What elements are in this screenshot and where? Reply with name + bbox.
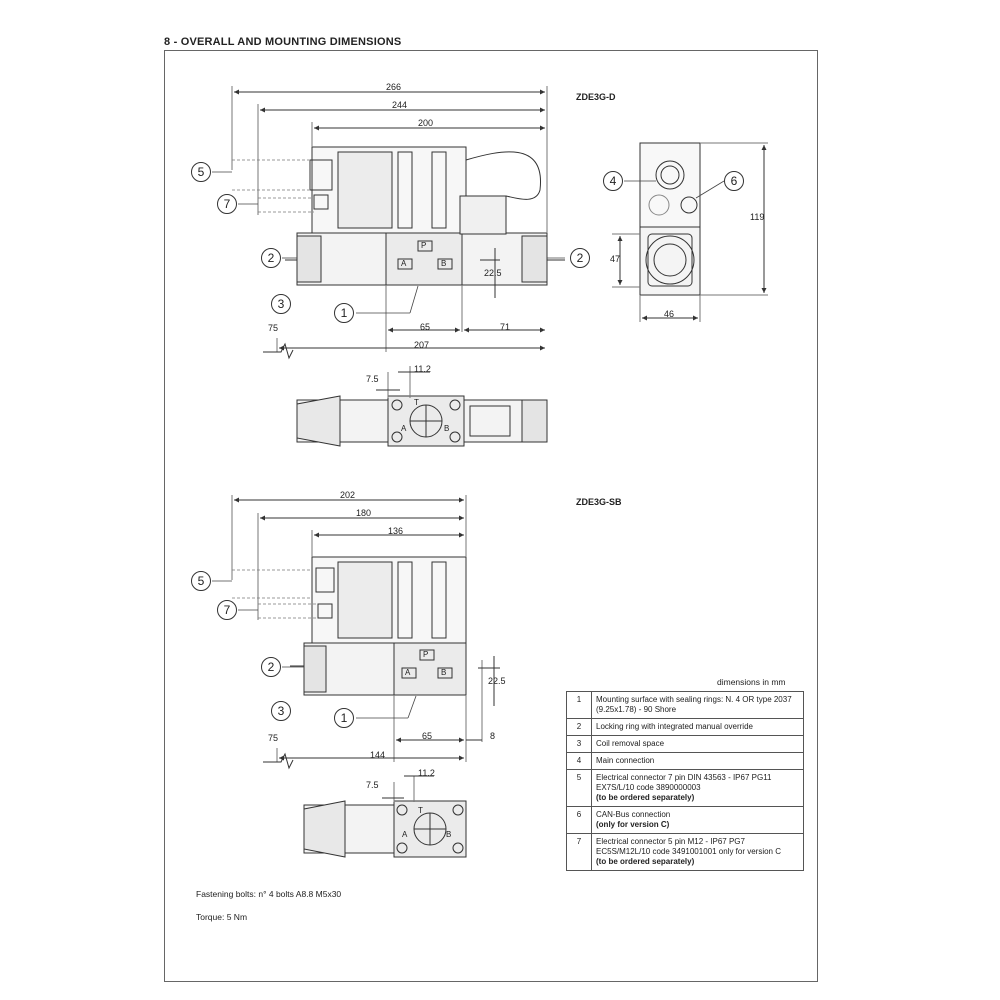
port-b-top-plan: B [444,424,450,433]
fastening-bolts-note: Fastening bolts: n° 4 bolts A8.8 M5x30 [196,889,342,899]
port-t-bottom-plan: T [418,806,423,815]
dim-71: 71 [500,322,511,332]
legend-bold: (to be ordered separately) [596,793,695,802]
dim-75-top: 75 [268,323,279,333]
top-end-view [612,142,768,322]
bottom-side-view [231,495,500,770]
dim-244: 244 [392,100,408,110]
legend-desc: Electrical connector 5 pin M12 - IP67 PG… [596,837,782,856]
port-b-bottom: B [441,668,447,677]
legend-num: 3 [566,735,592,753]
legend-desc: CAN-Bus connection [596,810,671,819]
bottom-plan-view [303,775,467,858]
port-a-bottom-plan: A [402,830,408,839]
legend-row: 4 Main connection [566,752,804,770]
dim-65-bottom: 65 [422,731,433,741]
dim-207: 207 [414,340,430,350]
port-p-bottom: P [423,650,429,659]
units-note: dimensions in mm [717,677,786,687]
dim-7-5-top: 7.5 [366,374,379,384]
callout-2-bottom: 2 [261,657,281,677]
legend-bold: (to be ordered separately) [596,857,695,866]
dim-266: 266 [386,82,402,92]
dim-46: 46 [664,309,675,319]
top-side-view [231,86,565,360]
dim-180: 180 [356,508,372,518]
port-a-bottom: A [405,668,411,677]
dim-11-2-bottom: 11.2 [418,768,435,778]
legend-text: Electrical connector 7 pin DIN 43563 - I… [591,769,804,807]
legend-num: 7 [566,833,592,871]
legend-text: CAN-Bus connection(only for version C) [591,806,804,834]
legend-text: Locking ring with integrated manual over… [591,718,804,736]
dim-136: 136 [388,526,404,536]
dim-200: 200 [418,118,434,128]
callout-3-bottom: 3 [271,701,291,721]
legend-desc: Main connection [596,756,655,765]
legend-text: Main connection [591,752,804,770]
callout-leaders [212,171,725,719]
legend-row: 6 CAN-Bus connection(only for version C) [566,806,804,834]
legend-num: 6 [566,806,592,834]
port-b-top: B [441,259,447,268]
legend-text: Electrical connector 5 pin M12 - IP67 PG… [591,833,804,871]
legend-num: 2 [566,718,592,736]
top-plan-view [296,366,548,447]
legend-num: 5 [566,769,592,807]
legend-bold: (only for version C) [596,820,670,829]
port-b-bottom-plan: B [446,830,452,839]
legend-row: 2 Locking ring with integrated manual ov… [566,718,804,736]
torque-note: Torque: 5 Nm [196,912,248,922]
legend-table: 1 Mounting surface with sealing rings: N… [566,691,804,871]
dim-22-5-top: 22.5 [484,268,502,278]
callout-2-top-left: 2 [261,248,281,268]
legend-desc: Coil removal space [596,739,665,748]
dim-144: 144 [370,750,386,760]
callout-3-top: 3 [271,294,291,314]
dim-11-2-top: 11.2 [414,364,431,374]
dim-47: 47 [610,254,621,264]
model-label-bottom: ZDE3G-SB [576,497,622,507]
callout-6: 6 [724,171,744,191]
dim-8: 8 [490,731,496,741]
callout-1-top: 1 [334,303,354,323]
callout-2-top-right: 2 [570,248,590,268]
port-a-top-plan: A [401,424,407,433]
dim-65-top: 65 [420,322,431,332]
callout-5-top: 5 [191,162,211,182]
port-t-top-plan: T [414,398,419,407]
dim-75-bottom: 75 [268,733,279,743]
model-label-top: ZDE3G-D [576,92,616,102]
dim-202: 202 [340,490,356,500]
callout-7-bottom: 7 [217,600,237,620]
legend-text: Coil removal space [591,735,804,753]
legend-num: 4 [566,752,592,770]
legend-desc: Locking ring with integrated manual over… [596,722,753,731]
callout-7-top: 7 [217,194,237,214]
legend-text: Mounting surface with sealing rings: N. … [591,691,804,719]
callout-1-bottom: 1 [334,708,354,728]
legend-row: 5 Electrical connector 7 pin DIN 43563 -… [566,769,804,807]
dim-22-5-bottom: 22.5 [488,676,506,686]
port-p-top: P [421,241,427,250]
legend-desc: Mounting surface with sealing rings: N. … [596,695,792,714]
dim-119: 119 [750,212,765,222]
callout-4: 4 [603,171,623,191]
dim-7-5-bottom: 7.5 [366,780,379,790]
legend-row: 1 Mounting surface with sealing rings: N… [566,691,804,719]
legend-row: 3 Coil removal space [566,735,804,753]
legend-desc: Electrical connector 7 pin DIN 43563 - I… [596,773,772,792]
section-title: 8 - OVERALL AND MOUNTING DIMENSIONS [164,36,402,48]
callout-5-bottom: 5 [191,571,211,591]
legend-num: 1 [566,691,592,719]
drawing-frame [164,50,818,982]
legend-row: 7 Electrical connector 5 pin M12 - IP67 … [566,833,804,871]
port-a-top: A [401,259,407,268]
